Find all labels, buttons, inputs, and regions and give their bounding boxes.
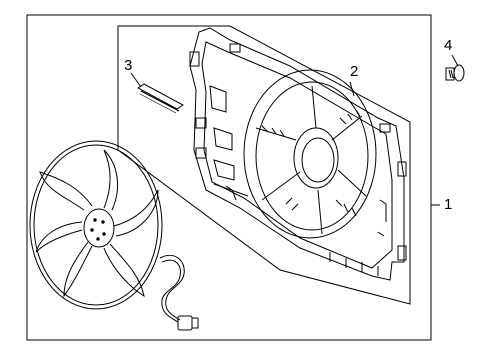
cooling-fan	[29, 140, 163, 310]
fan-shroud	[189, 27, 407, 281]
fan-wire-harness	[159, 254, 199, 331]
callout-1: 1	[444, 196, 453, 213]
shroud-panel	[117, 25, 411, 305]
assembly-frame	[26, 14, 432, 341]
leader-line-3	[130, 72, 142, 88]
leader-line-4	[451, 54, 459, 67]
label-sticker	[137, 83, 184, 114]
callout-2: 2	[350, 63, 359, 80]
bolt-part	[445, 64, 465, 82]
callout-3: 3	[124, 57, 133, 74]
callout-4: 4	[444, 37, 453, 54]
leader-line-2	[349, 81, 355, 97]
